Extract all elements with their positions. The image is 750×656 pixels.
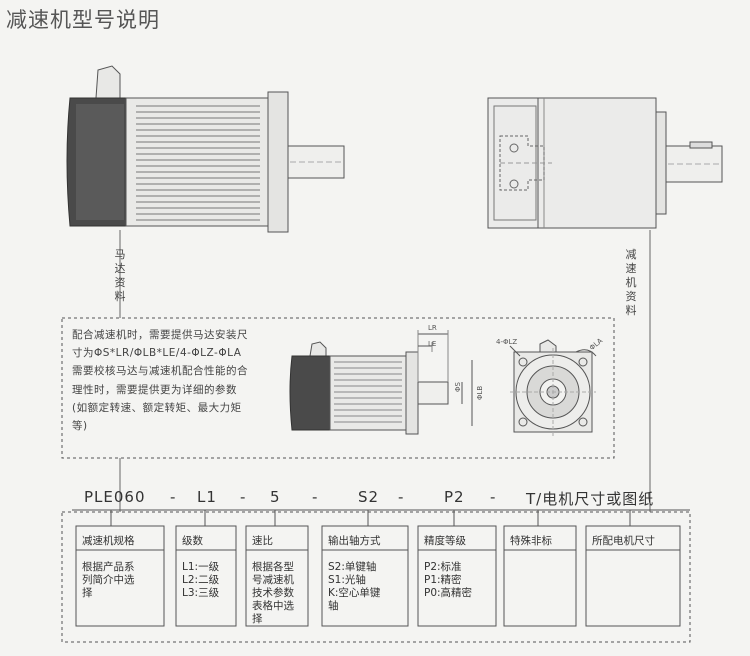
box-header: 级数 — [182, 535, 203, 547]
box-line: P0:高精密 — [424, 587, 473, 599]
box-line: S1:光轴 — [328, 574, 366, 586]
box-line: 择 — [252, 613, 263, 625]
page-title: 减速机型号说明 — [6, 8, 160, 32]
box-line: P2:标准 — [424, 561, 462, 573]
note-line: 需要校核马达与减速机配合性能的合 — [72, 365, 248, 378]
box-outlines — [75, 525, 681, 627]
motor-drawing — [66, 65, 345, 233]
box-header: 所配电机尺寸 — [592, 535, 655, 547]
box-line: 号减速机 — [252, 574, 294, 586]
box-line: L1:一级 — [182, 561, 220, 573]
motor-info-frame — [61, 317, 615, 459]
box-line: L2:二级 — [182, 574, 220, 586]
code-dash: - — [170, 488, 177, 506]
code-dash: - — [312, 488, 319, 506]
box-body: P2:标准 P1:精密 P0:高精密 — [424, 561, 472, 600]
box-line: S2:单键轴 — [328, 561, 377, 573]
note-line: 等) — [72, 420, 88, 433]
dim-label-lz: 4-ΦLZ — [496, 338, 518, 346]
code-dash: - — [490, 488, 497, 506]
flange-front-view — [509, 339, 597, 436]
box-header: 精度等级 — [424, 535, 466, 547]
gearbox-drawing — [487, 97, 723, 229]
box-line: 根据产品系 — [82, 561, 135, 573]
code-dash: - — [240, 488, 247, 506]
box-header: 速比 — [252, 535, 273, 547]
gearbox-data-label: 减速机资料 — [625, 248, 637, 317]
note-line: 配合减速机时，需要提供马达安装尺 — [72, 329, 248, 341]
code-motor: T/电机尺寸或图纸 — [526, 490, 655, 508]
box-header: 特殊非标 — [510, 535, 552, 547]
box-line: K:空心单键 — [328, 587, 381, 599]
box-body: 根据各型 号减速机 技术参数 表格中选 择 — [252, 561, 294, 626]
code-shaft: S2 — [358, 488, 380, 506]
box-line: P1:精密 — [424, 574, 462, 586]
note-line: 理性时，需要提供更为详细的参数 — [72, 383, 237, 396]
dim-label-lr: LR — [428, 324, 437, 332]
code-ratio: 5 — [270, 488, 281, 506]
box-body: 根据产品系 列简介中选 择 — [82, 561, 135, 600]
box-line: 根据各型 — [252, 561, 294, 573]
small-motor-drawing — [289, 330, 473, 435]
box-header: 减速机规格 — [82, 535, 135, 547]
note-line: (如额定转速、额定转矩、最大力矩 — [72, 401, 242, 414]
code-dash: - — [398, 488, 405, 506]
box-line: 列简介中选 — [82, 574, 135, 586]
box-body: S2:单键轴 S1:光轴 K:空心单键 轴 — [328, 561, 380, 613]
box-header: 输出轴方式 — [328, 535, 381, 547]
motor-fins — [136, 105, 260, 221]
code-precision: P2 — [444, 488, 465, 506]
box-line: 表格中选 — [252, 600, 294, 612]
dim-label-s: ΦS — [454, 382, 462, 392]
code-series: PLE060 — [84, 488, 146, 506]
motor-requirement-note: 配合减速机时，需要提供马达安装尺 寸为ΦS*LR/ΦLB*LE/4-ΦLZ-ΦL… — [72, 326, 284, 435]
dim-label-le: LE — [428, 340, 437, 348]
code-connectors — [110, 510, 631, 526]
box-line: L3:三级 — [182, 587, 220, 599]
box-line: 轴 — [328, 600, 339, 612]
motor-data-label: 马达资料 — [114, 248, 126, 303]
box-line: 技术参数 — [252, 587, 294, 599]
model-boxes-frame — [61, 511, 691, 643]
box-line: 择 — [82, 587, 93, 599]
box-body: L1:一级 L2:二级 L3:三级 — [182, 561, 219, 600]
dim-label-lb: ΦLB — [476, 385, 484, 400]
note-line: 寸为ΦS*LR/ΦLB*LE/4-ΦLZ-ΦLA — [72, 347, 242, 360]
code-ratio-level: L1 — [197, 488, 217, 506]
